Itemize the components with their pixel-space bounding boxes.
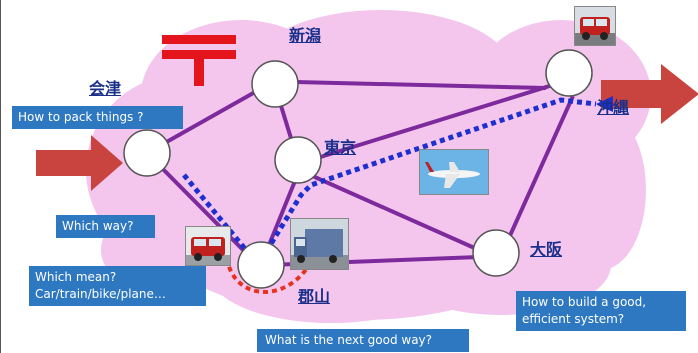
truck-icon xyxy=(290,218,349,270)
callout-pack-text: How to pack things ? xyxy=(18,110,144,124)
city-label-osaka: 大阪 xyxy=(530,240,563,259)
node-okinawa xyxy=(545,49,593,97)
airplane-icon xyxy=(419,149,489,195)
city-label-koriyama: 郡山 xyxy=(298,287,331,306)
route-red-dotted xyxy=(225,257,313,294)
city-label-okinawa: 沖縄 xyxy=(597,98,630,117)
red-van-icon xyxy=(185,226,231,266)
callout-pack: How to pack things ? xyxy=(12,106,183,129)
callout-which-mean-line1: Which mean? xyxy=(35,270,117,284)
node-osaka xyxy=(472,229,520,277)
callout-build-system-line2: efficient system? xyxy=(522,312,625,326)
node-koriyama xyxy=(237,241,285,289)
route-blue-dotted xyxy=(182,97,597,264)
callout-build-system: How to build a good, efficient system? xyxy=(516,291,686,331)
node-tokyo xyxy=(274,136,322,184)
outbound-arrow xyxy=(601,64,698,124)
callout-which-way: Which way? xyxy=(56,215,155,238)
red-van-icon xyxy=(574,6,616,46)
route-blue-arrowhead xyxy=(596,96,613,112)
network-nodes xyxy=(123,49,593,289)
city-label-niigata: 新潟 xyxy=(289,26,322,45)
callout-next-way-text: What is the next good way? xyxy=(265,333,433,347)
callout-build-system-line1: How to build a good, xyxy=(522,295,647,309)
japan-post-mark-icon xyxy=(162,35,236,86)
callout-which-mean: Which mean? Car/train/bike/plane… xyxy=(29,266,206,306)
city-label-tokyo: 東京 xyxy=(324,138,357,157)
city-label-aizu: 会津 xyxy=(89,79,122,98)
inbound-arrow xyxy=(36,135,123,191)
node-aizu xyxy=(123,129,171,177)
callout-which-mean-line2: Car/train/bike/plane… xyxy=(35,287,166,301)
node-niigata xyxy=(251,60,299,108)
callout-which-way-text: Which way? xyxy=(62,219,134,233)
callout-next-way: What is the next good way? xyxy=(257,329,469,352)
